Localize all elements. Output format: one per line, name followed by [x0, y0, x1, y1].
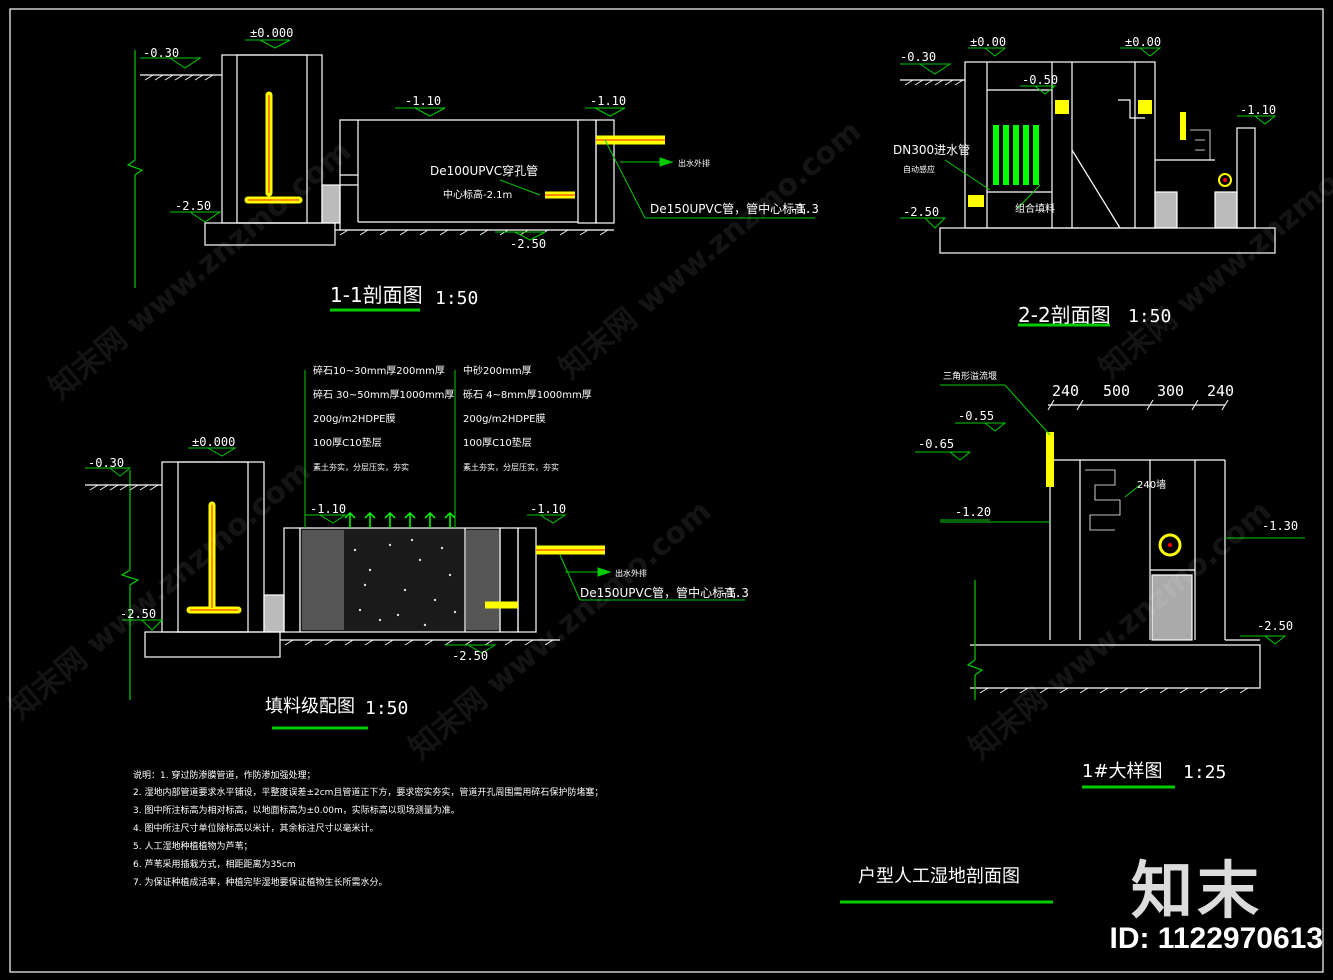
filler-title: 填料级配图 — [265, 696, 355, 717]
weir-label: 三角形溢流堰 — [943, 370, 997, 382]
layer-left-1: 碎石10~30mm厚200mm厚 — [313, 364, 445, 377]
layer-left-3: 200g/m2HDPE膜 — [313, 413, 395, 425]
layer-left-4: 100厚C10垫层 — [313, 436, 382, 449]
discharge-label: 出水外排 — [678, 158, 710, 168]
filler-scale: 1:50 — [365, 698, 408, 719]
center-label: 中心标高-2.1m — [443, 188, 512, 201]
note-5: 5. 人工湿地种植植物为芦苇； — [133, 840, 252, 852]
detail-level-2: -0.65 — [918, 437, 954, 451]
main-title: 户型人工湿地剖面图 — [858, 866, 1020, 887]
detail-1-leaders — [915, 384, 1305, 789]
dim-300: 300 — [1157, 382, 1184, 400]
outlet-label: De150UPVC管，管中心标高 — [650, 201, 806, 216]
detail-level-5: -2.50 — [1257, 619, 1293, 633]
section-1-1-scale: 1:50 — [435, 288, 478, 309]
break-line-2 — [120, 470, 140, 700]
section-1-1-annotations — [140, 39, 815, 312]
notes-lead: 说明： — [133, 769, 160, 781]
level-water-22: -0.50 — [1022, 73, 1058, 87]
filler-layer-labels-left: 碎石10~30mm厚200mm厚 碎石 30~50mm厚1000mm厚 200g… — [313, 364, 454, 472]
detail-1 — [966, 404, 1261, 700]
section-2-2 — [900, 61, 1276, 254]
detail-1-title: 1#大样图 — [1082, 761, 1163, 782]
notes-block: 说明： 1. 穿过防渗膜管道，作防渗加强处理； 2. 湿地内部管道要求水平铺设，… — [133, 769, 603, 888]
level-top1-22: ±0.00 — [970, 35, 1006, 49]
pipe-label: De100UPVC穿孔管 — [430, 163, 538, 178]
note-7: 7. 为保证种植成活率，种植完毕湿地要保证植物生长所需水分。 — [133, 876, 387, 888]
filler-outlet-label: De150UPVC管，管中心标高 — [580, 585, 736, 600]
dim-500: 500 — [1103, 382, 1130, 400]
section-2-2-annotations — [900, 47, 1277, 327]
watermark-6: 知末网 www.znzmo.com — [963, 494, 1278, 767]
dn300-note: 自动感应 — [903, 164, 935, 174]
layer-right-3: 200g/m2HDPE膜 — [463, 413, 545, 425]
detail-level-1: -0.55 — [958, 409, 994, 423]
level-inner: -1.10 — [405, 94, 441, 108]
level-top2-22: ±0.00 — [1125, 35, 1161, 49]
section-2-2-pipes — [968, 100, 1232, 207]
section-2-2-scale: 1:50 — [1128, 306, 1171, 327]
layer-right-2: 砾石 4~8mm厚1000mm厚 — [463, 388, 592, 401]
layer-right-1: 中砂200mm厚 — [463, 364, 532, 377]
layer-left-5: 素土夯实，分层压实，夯实 — [313, 462, 409, 472]
dn300-label: DN300进水管 — [893, 142, 970, 157]
level-top: ±0.000 — [250, 26, 293, 40]
level-bottom: -2.50 — [510, 237, 546, 251]
combined-filler-plants — [993, 125, 1039, 185]
watermark-2: 知末网 www.znzmo.com — [553, 114, 868, 387]
level-outlet: -1.10 — [590, 94, 626, 108]
level-ground: -0.30 — [143, 46, 179, 60]
level-ground-22: -0.30 — [900, 50, 936, 64]
note-3: 3. 图中所注标高为相对标高，以地面标高为±0.00m，实际标高以现场测量为准。 — [133, 804, 460, 816]
detail-level-3: -1.20 — [955, 505, 991, 519]
watermark-3: 知末网 www.znzmo.com — [1093, 114, 1333, 387]
level-bottom-left: -2.50 — [175, 199, 211, 213]
detail-level-4: -1.30 — [1262, 519, 1298, 533]
break-line — [126, 50, 144, 288]
filler-leaders — [85, 370, 745, 730]
note-4: 4. 图中所注尺寸单位除标高以米计，其余标注尺寸以毫米计。 — [133, 822, 378, 834]
filler-level-bottom-left: -2.50 — [120, 607, 156, 621]
detail-1-features — [1046, 399, 1229, 557]
outlet-level: -1.3 — [790, 202, 819, 216]
dim-240-b: 240 — [1207, 382, 1234, 400]
filler-discharge: 出水外排 — [615, 568, 647, 578]
wall-label: 240墙 — [1137, 478, 1166, 491]
dim-240-a: 240 — [1052, 382, 1079, 400]
filler-level-outlet: -1.10 — [530, 502, 566, 516]
note-2: 2. 湿地内部管道要求水平铺设，平整度误差±2cm且管道正下方，要求密实夯实，管… — [133, 786, 603, 798]
filler-layer-labels-right: 中砂200mm厚 砾石 4~8mm厚1000mm厚 200g/m2HDPE膜 1… — [463, 364, 592, 472]
brand-logo: 知末 — [1130, 854, 1263, 927]
watermark-1: 知末网 www.znzmo.com — [43, 134, 358, 407]
layer-right-5: 素土夯实，分层压实，夯实 — [463, 462, 559, 472]
section-1-1 — [126, 50, 665, 288]
filler-level-bottom: -2.50 — [452, 649, 488, 663]
level-right-22: -1.10 — [1240, 103, 1276, 117]
layer-left-2: 碎石 30~50mm厚1000mm厚 — [313, 388, 454, 401]
filler-level-inner: -1.10 — [310, 502, 346, 516]
filler-level-ground: -0.30 — [88, 456, 124, 470]
filler-texture — [302, 530, 499, 630]
filler-outlet-level: -1.3 — [720, 586, 749, 600]
watermark-4: 知末网 www.znzmo.com — [3, 454, 318, 727]
level-bottom-22: -2.50 — [903, 205, 939, 219]
reed-plants — [344, 511, 456, 528]
fill-label: 组合填料 — [1015, 202, 1055, 215]
filler-level-top: ±0.000 — [192, 435, 235, 449]
section-1-1-title: 1-1剖面图 — [330, 283, 423, 307]
detail-1-scale: 1:25 — [1183, 762, 1226, 783]
drawing-frame — [9, 8, 1324, 973]
section-2-2-title: 2-2剖面图 — [1018, 303, 1111, 327]
layer-right-4: 100厚C10垫层 — [463, 436, 532, 449]
note-6: 6. 芦苇采用插栽方式，相距距离为35cm — [133, 858, 296, 870]
note-1: 1. 穿过防渗膜管道，作防渗加强处理； — [160, 769, 315, 781]
id-label: ID: 1122970613 — [1109, 922, 1323, 955]
filler-pipes — [186, 501, 605, 614]
